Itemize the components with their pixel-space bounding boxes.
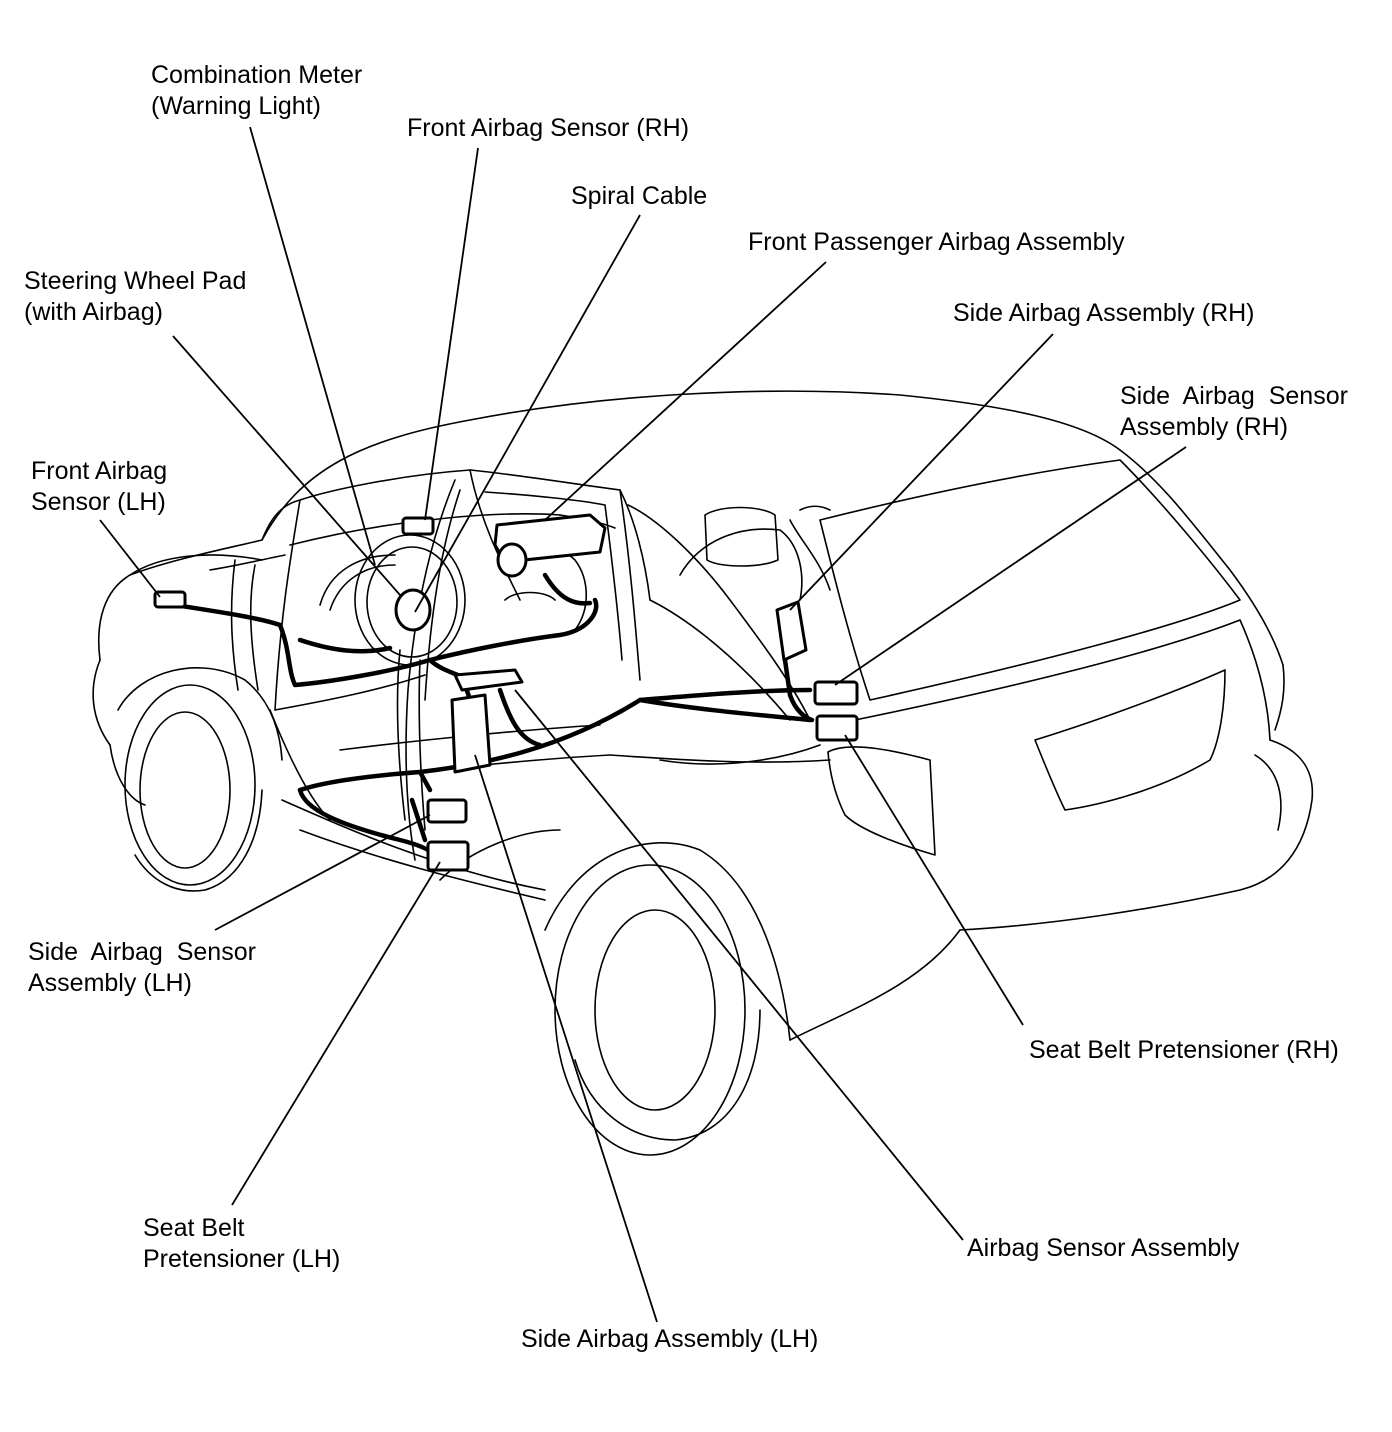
leader-combination-meter [249, 126, 376, 566]
label-steering-wheel-pad: Steering Wheel Pad (with Airbag) [24, 266, 246, 328]
label-seat-belt-pretensioner-lh-line2: Pretensioner (LH) [143, 1245, 341, 1273]
label-seat-belt-pretensioner-rh: Seat Belt Pretensioner (RH) [1029, 1036, 1339, 1064]
seat-belt-pretensioner-lh-part [426, 840, 470, 872]
label-seat-belt-pretensioner-lh: Seat Belt Pretensioner (LH) [143, 1213, 340, 1275]
side-airbag-assembly-rh-part [775, 600, 808, 662]
airbag-sensor-assembly-part [453, 668, 524, 692]
label-front-airbag-sensor-lh-line1: Front Airbag [31, 457, 168, 485]
leader-seat-belt-pretensioner-rh [844, 734, 1024, 1026]
label-airbag-sensor-assembly: Airbag Sensor Assembly [967, 1234, 1240, 1262]
leader-front-airbag-sensor-lh [99, 519, 161, 598]
seat-belt-pretensioner-rh-part [815, 714, 859, 742]
front-airbag-sensor-lh-part [153, 590, 187, 609]
leader-steering-wheel-pad [172, 335, 401, 596]
label-steering-wheel-pad-line2: (with Airbag) [24, 298, 163, 326]
leader-side-airbag-rh [789, 333, 1054, 611]
label-front-airbag-sensor-lh-line2: Sensor (LH) [31, 488, 166, 516]
label-side-airbag-sensor-lh-line2: Assembly (LH) [28, 969, 192, 997]
leader-seat-belt-pretensioner-lh [231, 861, 441, 1206]
leader-front-passenger-airbag [544, 261, 827, 521]
label-side-airbag-sensor-lh-line1: Side Airbag Sensor [28, 938, 256, 966]
side-airbag-sensor-lh-part [426, 798, 468, 824]
leader-side-airbag-sensor-rh [834, 446, 1187, 686]
label-front-airbag-sensor-rh: Front Airbag Sensor (RH) [407, 114, 690, 142]
label-seat-belt-pretensioner-lh-line1: Seat Belt [143, 1214, 245, 1242]
label-steering-wheel-pad-line1: Steering Wheel Pad [24, 267, 247, 295]
label-side-airbag-assembly-rh: Side Airbag Assembly (RH) [953, 299, 1255, 327]
label-combination-meter: Combination Meter (Warning Light) [151, 60, 362, 122]
label-front-passenger-airbag: Front Passenger Airbag Assembly [748, 228, 1125, 256]
front-airbag-sensor-rh-part [401, 516, 435, 536]
label-side-airbag-assembly-lh: Side Airbag Assembly (LH) [521, 1325, 819, 1353]
leader-spiral-cable [414, 214, 641, 613]
side-airbag-assembly-lh-part [450, 693, 492, 774]
leader-front-airbag-sensor-rh [424, 147, 479, 521]
label-side-airbag-sensor-lh: Side Airbag Sensor Assembly (LH) [28, 937, 256, 999]
label-combination-meter-line2: (Warning Light) [151, 92, 321, 120]
label-spiral-cable: Spiral Cable [571, 182, 708, 210]
label-front-airbag-sensor-lh: Front Airbag Sensor (LH) [31, 456, 167, 518]
label-side-airbag-sensor-rh-line2: Assembly (RH) [1120, 413, 1289, 441]
side-airbag-sensor-rh-part [813, 680, 859, 706]
leader-airbag-sensor-assembly [514, 689, 964, 1241]
label-side-airbag-sensor-rh-line1: Side Airbag Sensor [1120, 382, 1348, 410]
leader-side-airbag-lh [474, 754, 658, 1323]
label-side-airbag-sensor-rh: Side Airbag Sensor Assembly (RH) [1120, 381, 1348, 443]
leader-side-airbag-sensor-lh [214, 814, 431, 931]
label-combination-meter-line1: Combination Meter [151, 61, 363, 89]
